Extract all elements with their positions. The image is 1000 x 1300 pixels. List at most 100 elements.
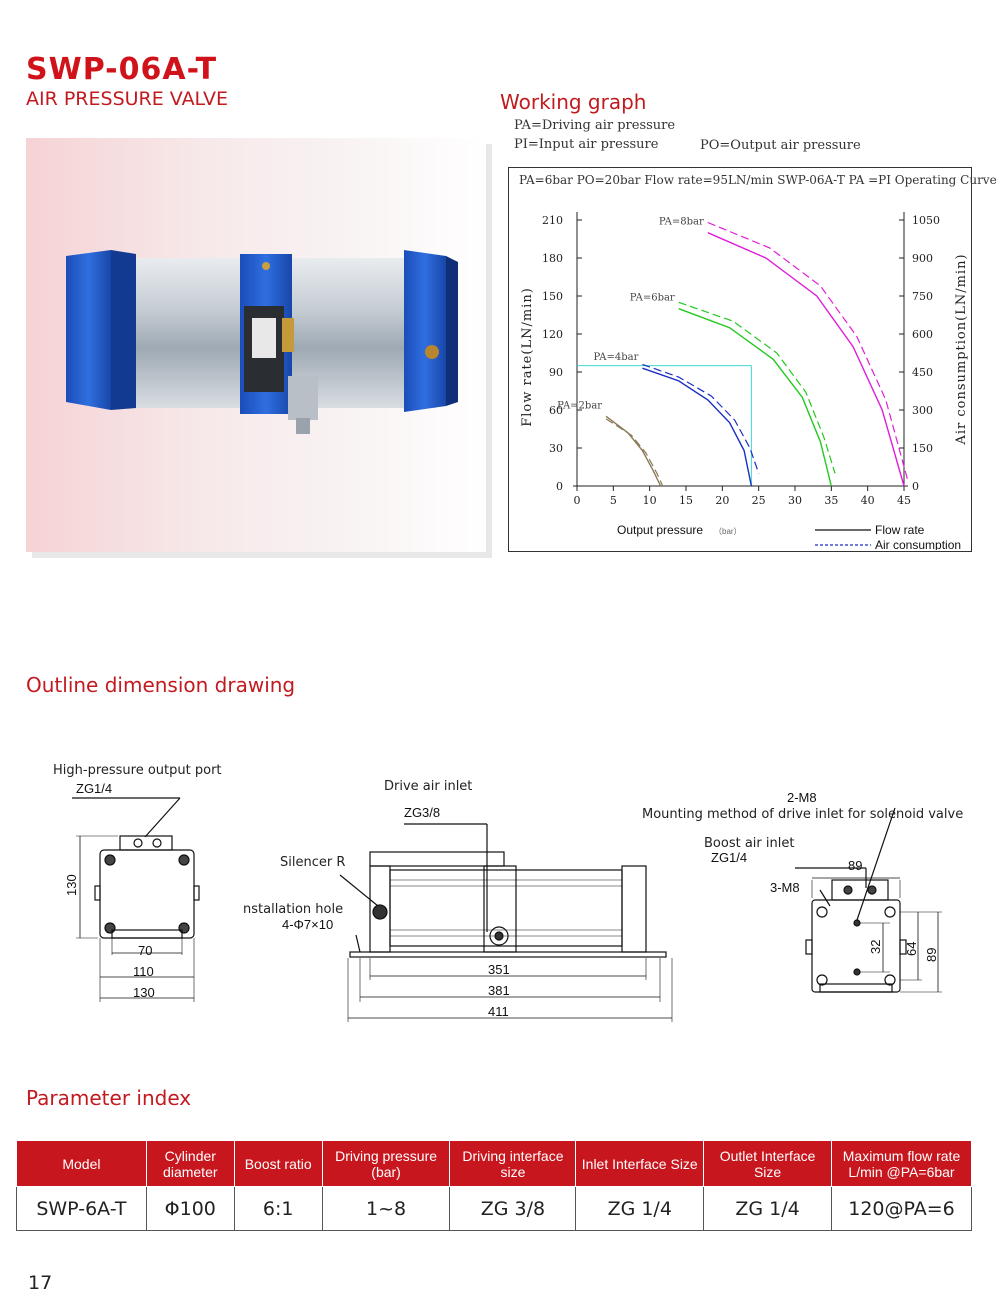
mounting-method-label: Mounting method of drive inlet for solen… — [642, 807, 963, 822]
drive-inlet-port-icon — [489, 926, 509, 946]
key-air-label: Air consumption — [875, 538, 961, 550]
y-tick-label: 180 — [542, 252, 563, 265]
installation-hole-size: 4-Φ7×10 — [282, 917, 333, 932]
cell-boost-ratio: 6:1 — [233, 1186, 323, 1231]
x-axis-unit: （bar） — [714, 527, 742, 536]
right-dim-32: 32 — [868, 940, 883, 954]
y2-axis-label: Air consumption(LN/min) — [954, 253, 969, 445]
flow-curve-PA=8bar — [707, 232, 905, 487]
center-dim-351: 351 — [488, 962, 510, 977]
x-tick-label: 5 — [610, 494, 617, 507]
y2-tick-label: 900 — [912, 252, 933, 265]
cell-max-flow: 120@PA=6 — [831, 1186, 972, 1231]
cell-outlet-interface: ZG 1/4 — [703, 1186, 833, 1231]
center-dim-381: 381 — [488, 983, 510, 998]
y-tick-label: 150 — [542, 290, 563, 303]
header-outlet-interface: Outlet Interface Size — [703, 1140, 833, 1187]
header-cylinder-diameter: Cylinder diameter — [145, 1140, 235, 1187]
boost-inlet-size: ZG1/4 — [711, 850, 747, 865]
high-pressure-port-label: High-pressure output port — [53, 763, 222, 778]
x-tick-label: 15 — [679, 494, 693, 507]
x-tick-label: 40 — [861, 494, 875, 507]
operating-curve-chart: 0306090120150180210015030045060075090010… — [520, 212, 969, 550]
left-dim-130-height: 130 — [64, 874, 79, 896]
installation-hole-label: nstallation hole — [243, 902, 343, 917]
center-top-plate — [369, 851, 505, 867]
y2-tick-label: 1050 — [912, 214, 940, 227]
y-tick-label: 120 — [542, 328, 563, 341]
parameter-table: Model Cylinder diameter Boost ratio Driv… — [16, 1140, 972, 1231]
y2-tick-label: 150 — [912, 442, 933, 455]
x-tick-label: 45 — [897, 494, 911, 507]
header-inlet-interface: Inlet Interface Size — [575, 1140, 705, 1187]
y-tick-label: 210 — [542, 214, 563, 227]
x-tick-label: 30 — [788, 494, 802, 507]
header-max-flow: Maximum flow rate L/min @PA=6bar — [831, 1140, 972, 1187]
air-curve-PA=8bar — [707, 221, 909, 480]
left-dim-110: 110 — [133, 964, 154, 979]
y-tick-label: 0 — [556, 480, 563, 493]
silencer-label: Silencer R — [280, 855, 345, 870]
flow-curve-PA=2bar — [605, 415, 662, 487]
flow-curve-PA=4bar — [642, 367, 753, 487]
drive-inlet-size: ZG3/8 — [404, 805, 440, 820]
series-label: PA=8bar — [659, 217, 704, 228]
cell-driving-interface: ZG 3/8 — [449, 1186, 577, 1231]
header-driving-pressure: Driving pressure (bar) — [321, 1140, 451, 1187]
y2-tick-label: 300 — [912, 404, 933, 417]
graph-caption: PA=6bar PO=20bar Flow rate=95LN/min SWP-… — [519, 173, 997, 187]
right-view — [795, 807, 942, 993]
air-curve-PA=4bar — [642, 363, 760, 474]
right-dim-89-side: 89 — [924, 948, 939, 962]
air-curve-PA=6bar — [678, 301, 836, 474]
model-subtitle: AIR PRESSURE VALVE — [26, 88, 229, 110]
right-view-body — [811, 899, 901, 993]
cell-driving-pressure: 1~8 — [321, 1186, 451, 1231]
drive-inlet-label: Drive air inlet — [384, 779, 472, 794]
parameter-header-row: Model Cylinder diameter Boost ratio Driv… — [16, 1140, 972, 1187]
outline-heading: Outline dimension drawing — [26, 673, 296, 697]
y-tick-label: 60 — [549, 404, 563, 417]
cell-model: SWP-6A-T — [16, 1186, 147, 1231]
cell-cylinder-diameter: Φ100 — [145, 1186, 235, 1231]
y2-tick-label: 450 — [912, 366, 933, 379]
flow-curve-PA=6bar — [678, 308, 832, 487]
legend-po: PO=Output air pressure — [700, 138, 861, 153]
working-graph-box: PA=6bar PO=20bar Flow rate=95LN/min SWP-… — [508, 167, 997, 552]
parameter-heading: Parameter index — [26, 1086, 192, 1110]
y-axis-label: Flow rate(LN/min) — [520, 287, 535, 427]
table-row: SWP-6A-T Φ100 6:1 1~8 ZG 3/8 ZG 1/4 ZG 1… — [16, 1186, 972, 1231]
air-curve-PA=2bar — [605, 418, 664, 487]
legend-pa: PA=Driving air pressure — [514, 118, 676, 133]
y-tick-label: 30 — [549, 442, 563, 455]
y-tick-label: 90 — [549, 366, 563, 379]
center-dim-411: 411 — [488, 1004, 509, 1019]
series-label: PA=2bar — [557, 400, 602, 411]
high-pressure-port-size: ZG1/4 — [76, 781, 112, 796]
x-tick-label: 20 — [715, 494, 729, 507]
right-3-m8-label: 3-M8 — [770, 880, 800, 895]
left-dim-70: 70 — [138, 943, 152, 958]
port-hole-icon — [152, 838, 162, 848]
header-driving-interface: Driving interface size — [449, 1140, 577, 1187]
x-tick-label: 10 — [643, 494, 657, 507]
series-label: PA=4bar — [593, 352, 638, 363]
x-axis-label: Output pressure — [617, 523, 703, 537]
booster-illustration — [66, 250, 458, 434]
y2-tick-label: 600 — [912, 328, 933, 341]
boost-inlet-label: Boost air inlet — [704, 836, 794, 851]
product-photo — [26, 138, 486, 552]
right-dim-89-top: 89 — [848, 858, 862, 873]
key-flow-label: Flow rate — [875, 523, 925, 537]
right-dim-64: 64 — [904, 942, 919, 956]
port-hole-icon — [133, 838, 143, 848]
working-graph-heading: Working graph — [500, 90, 647, 114]
x-tick-label: 25 — [752, 494, 766, 507]
y2-tick-label: 0 — [912, 480, 919, 493]
silencer-icon — [372, 904, 388, 920]
outline-drawing: High-pressure output port ZG1/4 130 70 1… — [53, 763, 963, 1022]
x-tick-label: 35 — [824, 494, 838, 507]
center-view — [339, 823, 673, 1022]
legend-pi: PI=Input air pressure — [514, 137, 659, 152]
x-tick-label: 0 — [574, 494, 581, 507]
